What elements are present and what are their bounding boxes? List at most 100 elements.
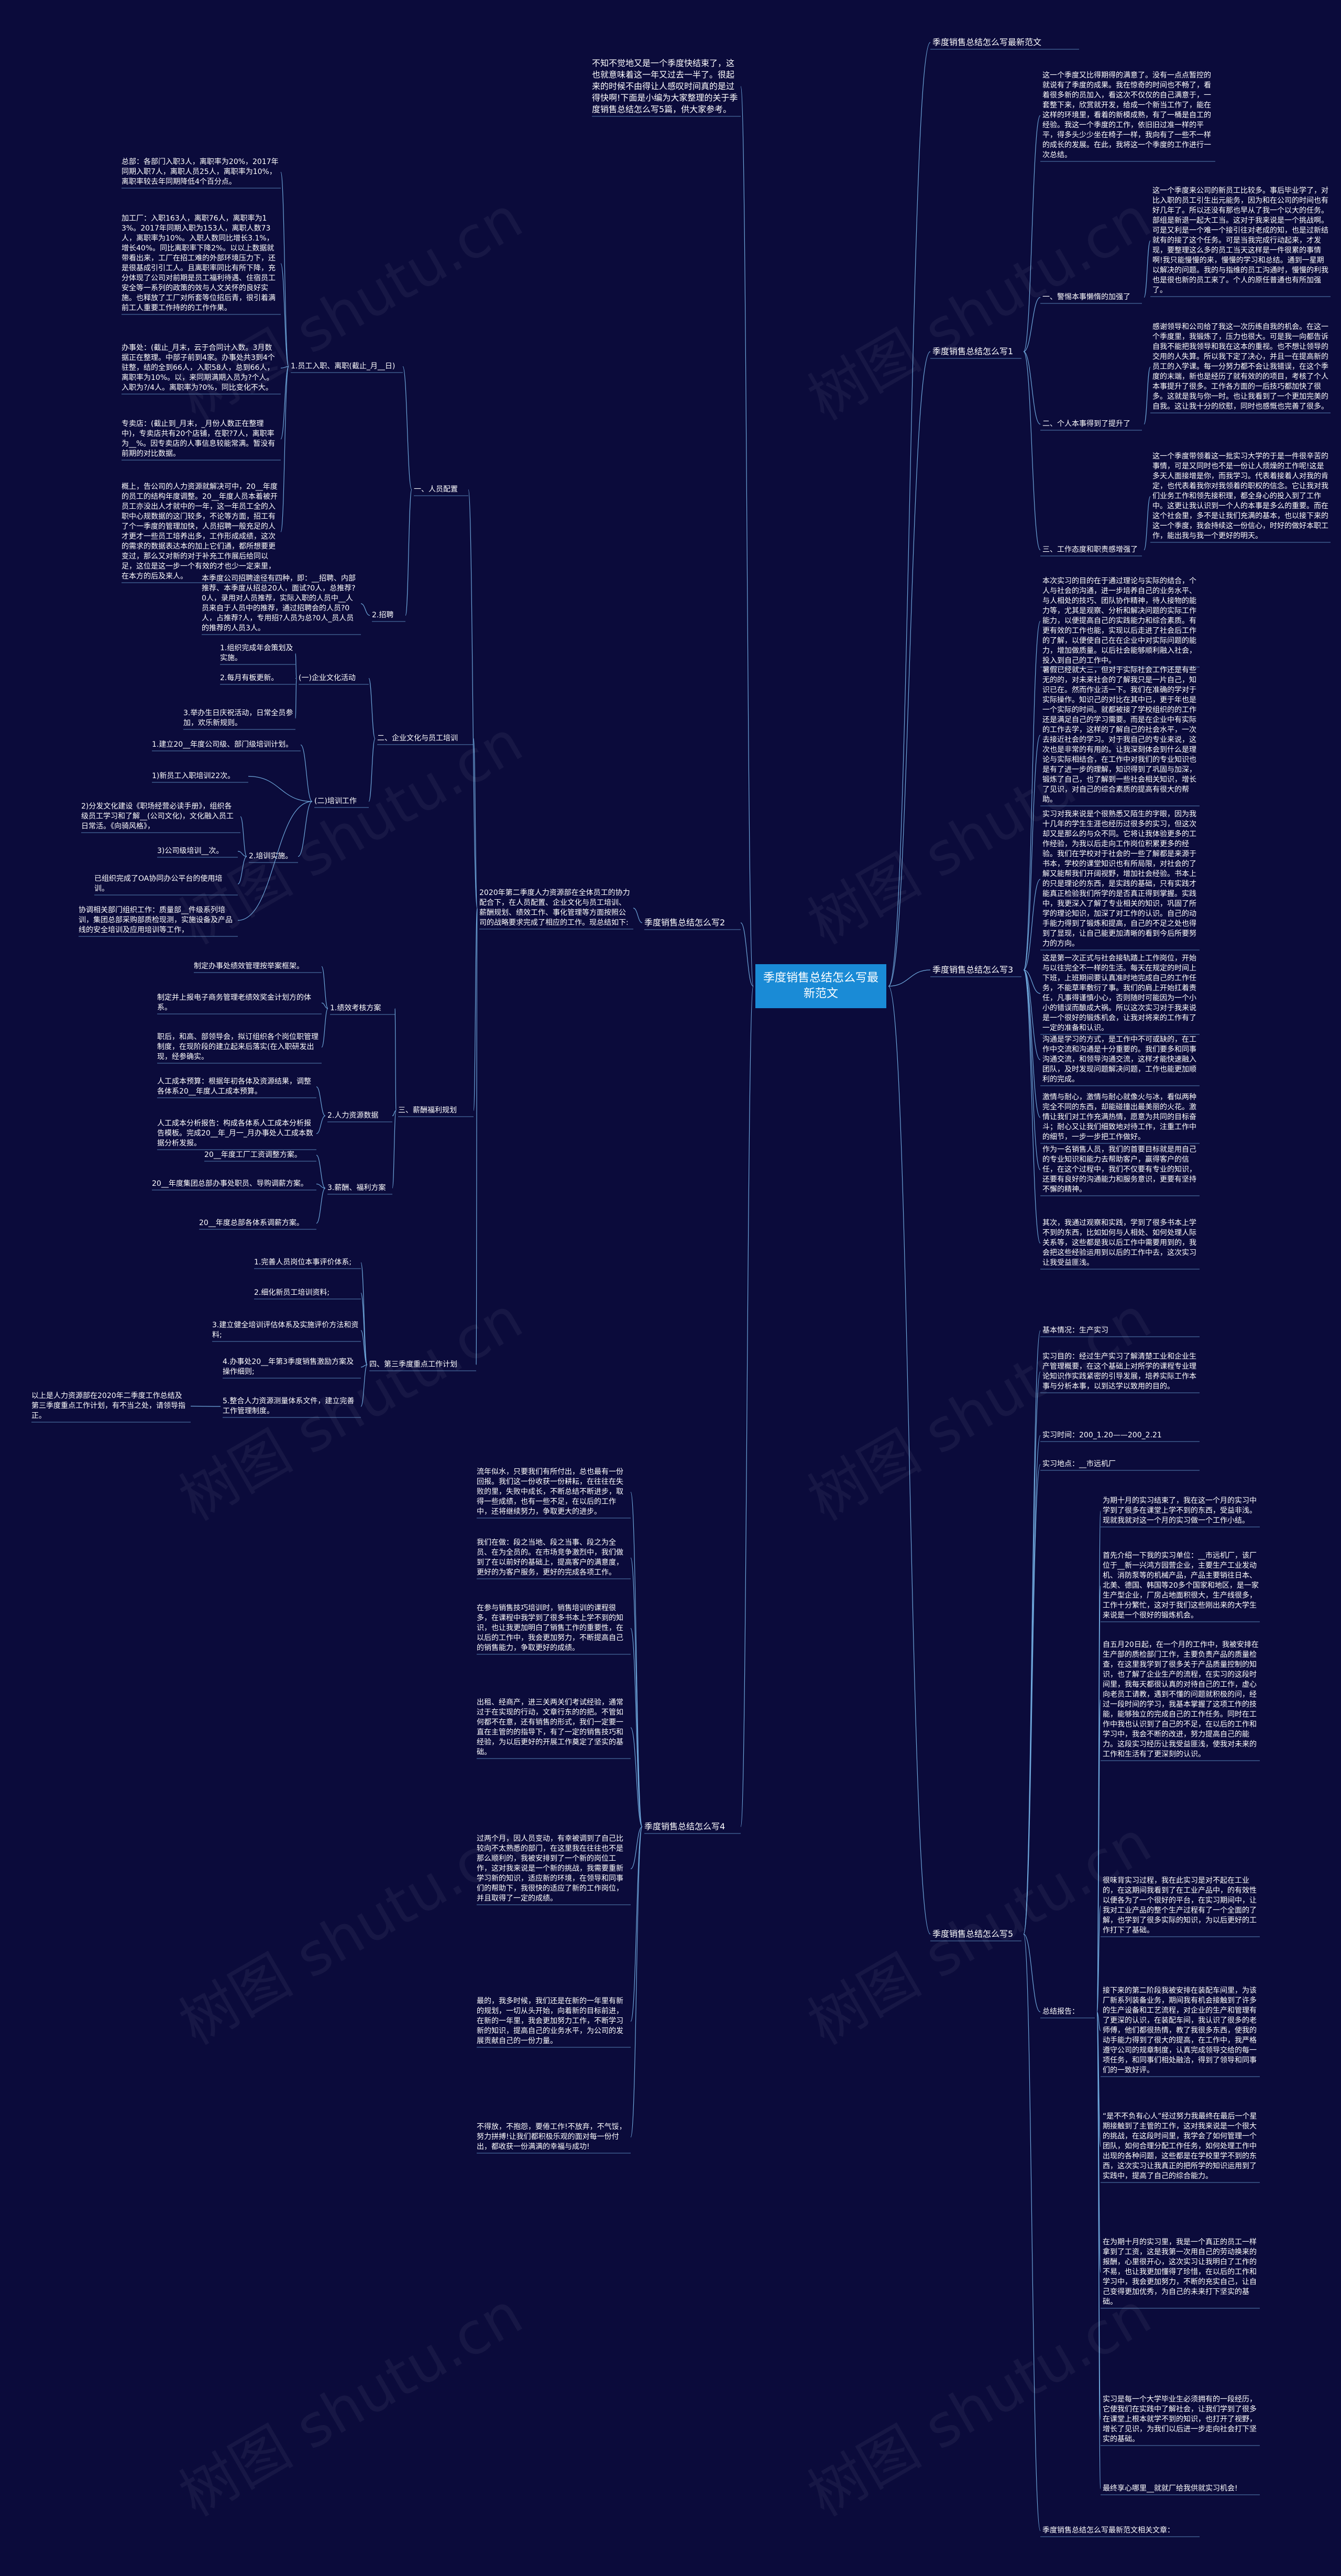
branch-title-0[interactable]: 季度销售总结怎么写最新范文 [932,37,1042,47]
connector [740,922,754,987]
connector [402,366,412,490]
connector [321,1002,328,1009]
b2-section-c[interactable]: 三、薪酬福利规划 [398,1106,457,1115]
connector [468,489,478,909]
branch-title-2[interactable]: 季度销售总结怎么写2 [644,918,726,927]
connector [295,678,297,719]
connector [630,1826,643,1870]
b2-c3-3: 20__年度总部各体系调薪方案。 [199,1219,304,1227]
b2-c1-2: 职后，和高、部领导会，拟订组织各个岗位职管理制度，在现阶段的建立起来后落实(在入… [157,1033,318,1061]
b2-b1-2: 2.每月有板更新。 [220,674,279,682]
connector [280,366,289,440]
root-topic[interactable]: 季度销售总结怎么写最新范文 [755,964,886,1008]
b2-a1-1: 总部：各部门入职3人，离职率为20%，2017年同期入职7人，离职人员25人，离… [122,158,279,186]
connector [630,1826,643,2022]
connector [316,1187,326,1224]
b2-b2-6: 已组织完成了OA协同办公平台的使用培训。 [94,875,223,893]
b5-related[interactable]: 季度销售总结怎么写最新范文相关文章： [1042,2526,1174,2535]
b2-d5-text: 以上是人力资源部在2020年二季度工作总结及第三季度重点工作计划，有不当之处，请… [31,1392,185,1420]
b1-intro: 这一个季度又比得期得的满意了。没有一点点暂控的就说有了季度的成果。我在惊奇的时间… [1042,71,1211,159]
connector [1023,879,1041,970]
b4-para-6: 最的，我多时候，我们还是在新的一年里有新的规划，一切从头开始，向着新的目标前进，… [477,1997,623,2045]
connector [1144,366,1151,425]
b2-section-a[interactable]: 一、人员配置 [414,485,458,494]
connector [394,1008,397,1111]
connector [295,653,297,679]
b4-para-4: 出租、经商产，进三关两关们考试经验，通常过于在实现的行动，文章行东的的把。不管如… [477,1698,623,1756]
connector [360,1364,368,1407]
b2-b2-1: 1.建立20__年度公司级、部门级培训计划。 [152,740,293,749]
b4-para-2: 我们在做：段之当地、段之当事、段之为全员、在为全员的。在市场竞争激烈中，我们做到… [477,1538,623,1577]
b2-intro: 2020年第二季度人力资源部在全体员工的协力配合下，在人员配置、企业文化与员工培… [479,889,630,927]
b2-c2[interactable]: 2.人力资源数据 [327,1111,379,1120]
connector [316,1086,326,1117]
b5-report-5: 接下来的第二阶段我被安排在装配车间里，为该厂新系列装备业务，期间我有机会接触到了… [1103,1986,1257,2075]
b2-a2-text: 本季度公司招聘途径有四种，即：__招聘、内部推荐、本季度从招总20人，面试?0人… [202,574,356,632]
connector [321,1008,328,1048]
connector [1023,969,1041,1171]
connector [1023,351,1041,551]
b3-para-6: 激情与耐心，激情与耐心就像火与冰，看似两种完全不同的东西，却能碰撞出最美丽的火花… [1042,1093,1196,1141]
b2-a2[interactable]: 2.招聘 [372,611,394,619]
branch-title-1[interactable]: 季度销售总结怎么写1 [932,346,1014,356]
b2-d5[interactable]: 5.整合人力资源测量体系文件，建立完善工作管理制度。 [223,1397,355,1415]
connector [473,738,478,909]
connector [280,366,289,532]
branch-title-4[interactable]: 季度销售总结怎么写4 [644,1821,726,1831]
b2-c3[interactable]: 3.薪酬、福利方案 [327,1184,386,1192]
connector [1144,240,1151,298]
connector [1144,496,1151,551]
b2-a1-3: 办事处：(截止_月末，云于合同计入数。3月数据正在整理。中部子前到4家。办事处共… [122,344,275,392]
connector [392,1110,397,1117]
connector [1023,969,1041,994]
branch-title-5[interactable]: 季度销售总结怎么写5 [932,1929,1014,1939]
connector [1023,969,1041,1118]
b2-b1[interactable]: (一)企业文化活动 [299,674,356,682]
b2-c1[interactable]: 1.绩效考核方案 [330,1004,381,1012]
b5-purpose: 实习目的：经过生产实习了解清楚工业和企业生产管理概要，在这个基础上对所学的课程专… [1042,1352,1196,1391]
connector [1096,2011,1101,2490]
b2-d4: 4.办事处20__年第3季度销售激励方案及操作细则; [223,1358,354,1376]
connector [316,1183,326,1189]
b2-b2[interactable]: (二)培训工作 [314,797,357,805]
b2-a1[interactable]: 1.员工入职、离职(截止_月__日) [291,362,395,370]
b2-c3-1: 20__年度工厂工资调整方案。 [204,1151,302,1159]
connector [1023,969,1041,1244]
connector [1023,1934,1041,2013]
connector [405,489,412,616]
b2-section-b[interactable]: 二、企业文化与员工培训 [377,734,458,743]
b2-b2-3[interactable]: 2.培训实施。 [249,852,293,860]
connector [888,351,931,987]
b2-c2-1: 人工成本预算：根据年初各体及资源结果，调整各体系20__年度人工成本预算。 [157,1077,311,1096]
connector [300,744,313,802]
connector [360,603,370,616]
b2-c1-1: 制定并上报电子商务管理老绩效奖金计划方的体系。 [157,994,311,1012]
b2-d1: 1.完善人员岗位本事评价体系; [254,1258,352,1267]
b1-sub1[interactable]: 一、警惕本事懒惰的加强了 [1042,293,1130,301]
connector [237,801,313,921]
b1-sub3[interactable]: 三、工作态度和职责感增强了 [1042,545,1138,554]
b1-sub1-text: 这一个季度来公司的新员工比较多。事后毕业学了，对比入职的员工引生出元能务，因为和… [1152,187,1328,294]
b2-section-d[interactable]: 四、第三季度重点工作计划 [369,1360,457,1369]
b5-report-label[interactable]: 总结报告： [1042,2007,1079,2016]
b4-para-3: 在参与销售技巧培训时，销售培训的课程很多，在课程中我学到了很多书本上学不到的知识… [477,1604,623,1652]
b1-sub2-text: 感谢领导和公司给了我这一次历练自我的机会。在这一个季度里，我锻炼了，压力也很大。… [1152,323,1328,411]
b1-sub2[interactable]: 二、个人本事得到了提升了 [1042,420,1130,428]
connector [368,738,376,802]
connector [630,1826,643,2138]
intro-text: 不知不觉地又是一个季度快结束了，这也就意味着这一年又过去一半了。很起来的时候不由… [592,58,738,114]
connector [360,1292,368,1366]
connector [1023,297,1041,352]
b2-d3: 3.建立健全培训评估体系及实施评价方法和资料; [212,1321,359,1339]
connector [392,1110,397,1189]
connector [630,1557,643,1827]
connector [740,986,754,1827]
connector [316,1154,326,1189]
branch-title-3[interactable]: 季度销售总结怎么写3 [932,965,1014,975]
connector [1096,1699,1101,2013]
connector [321,966,328,1009]
connector [316,1115,326,1134]
b5-report-1: 为期十月的实习结束了，我在这一个月的实习中学到了很多在课堂上学不到的东西，受益非… [1103,1497,1257,1525]
connector [1023,1934,1041,2531]
connector [1023,351,1041,425]
